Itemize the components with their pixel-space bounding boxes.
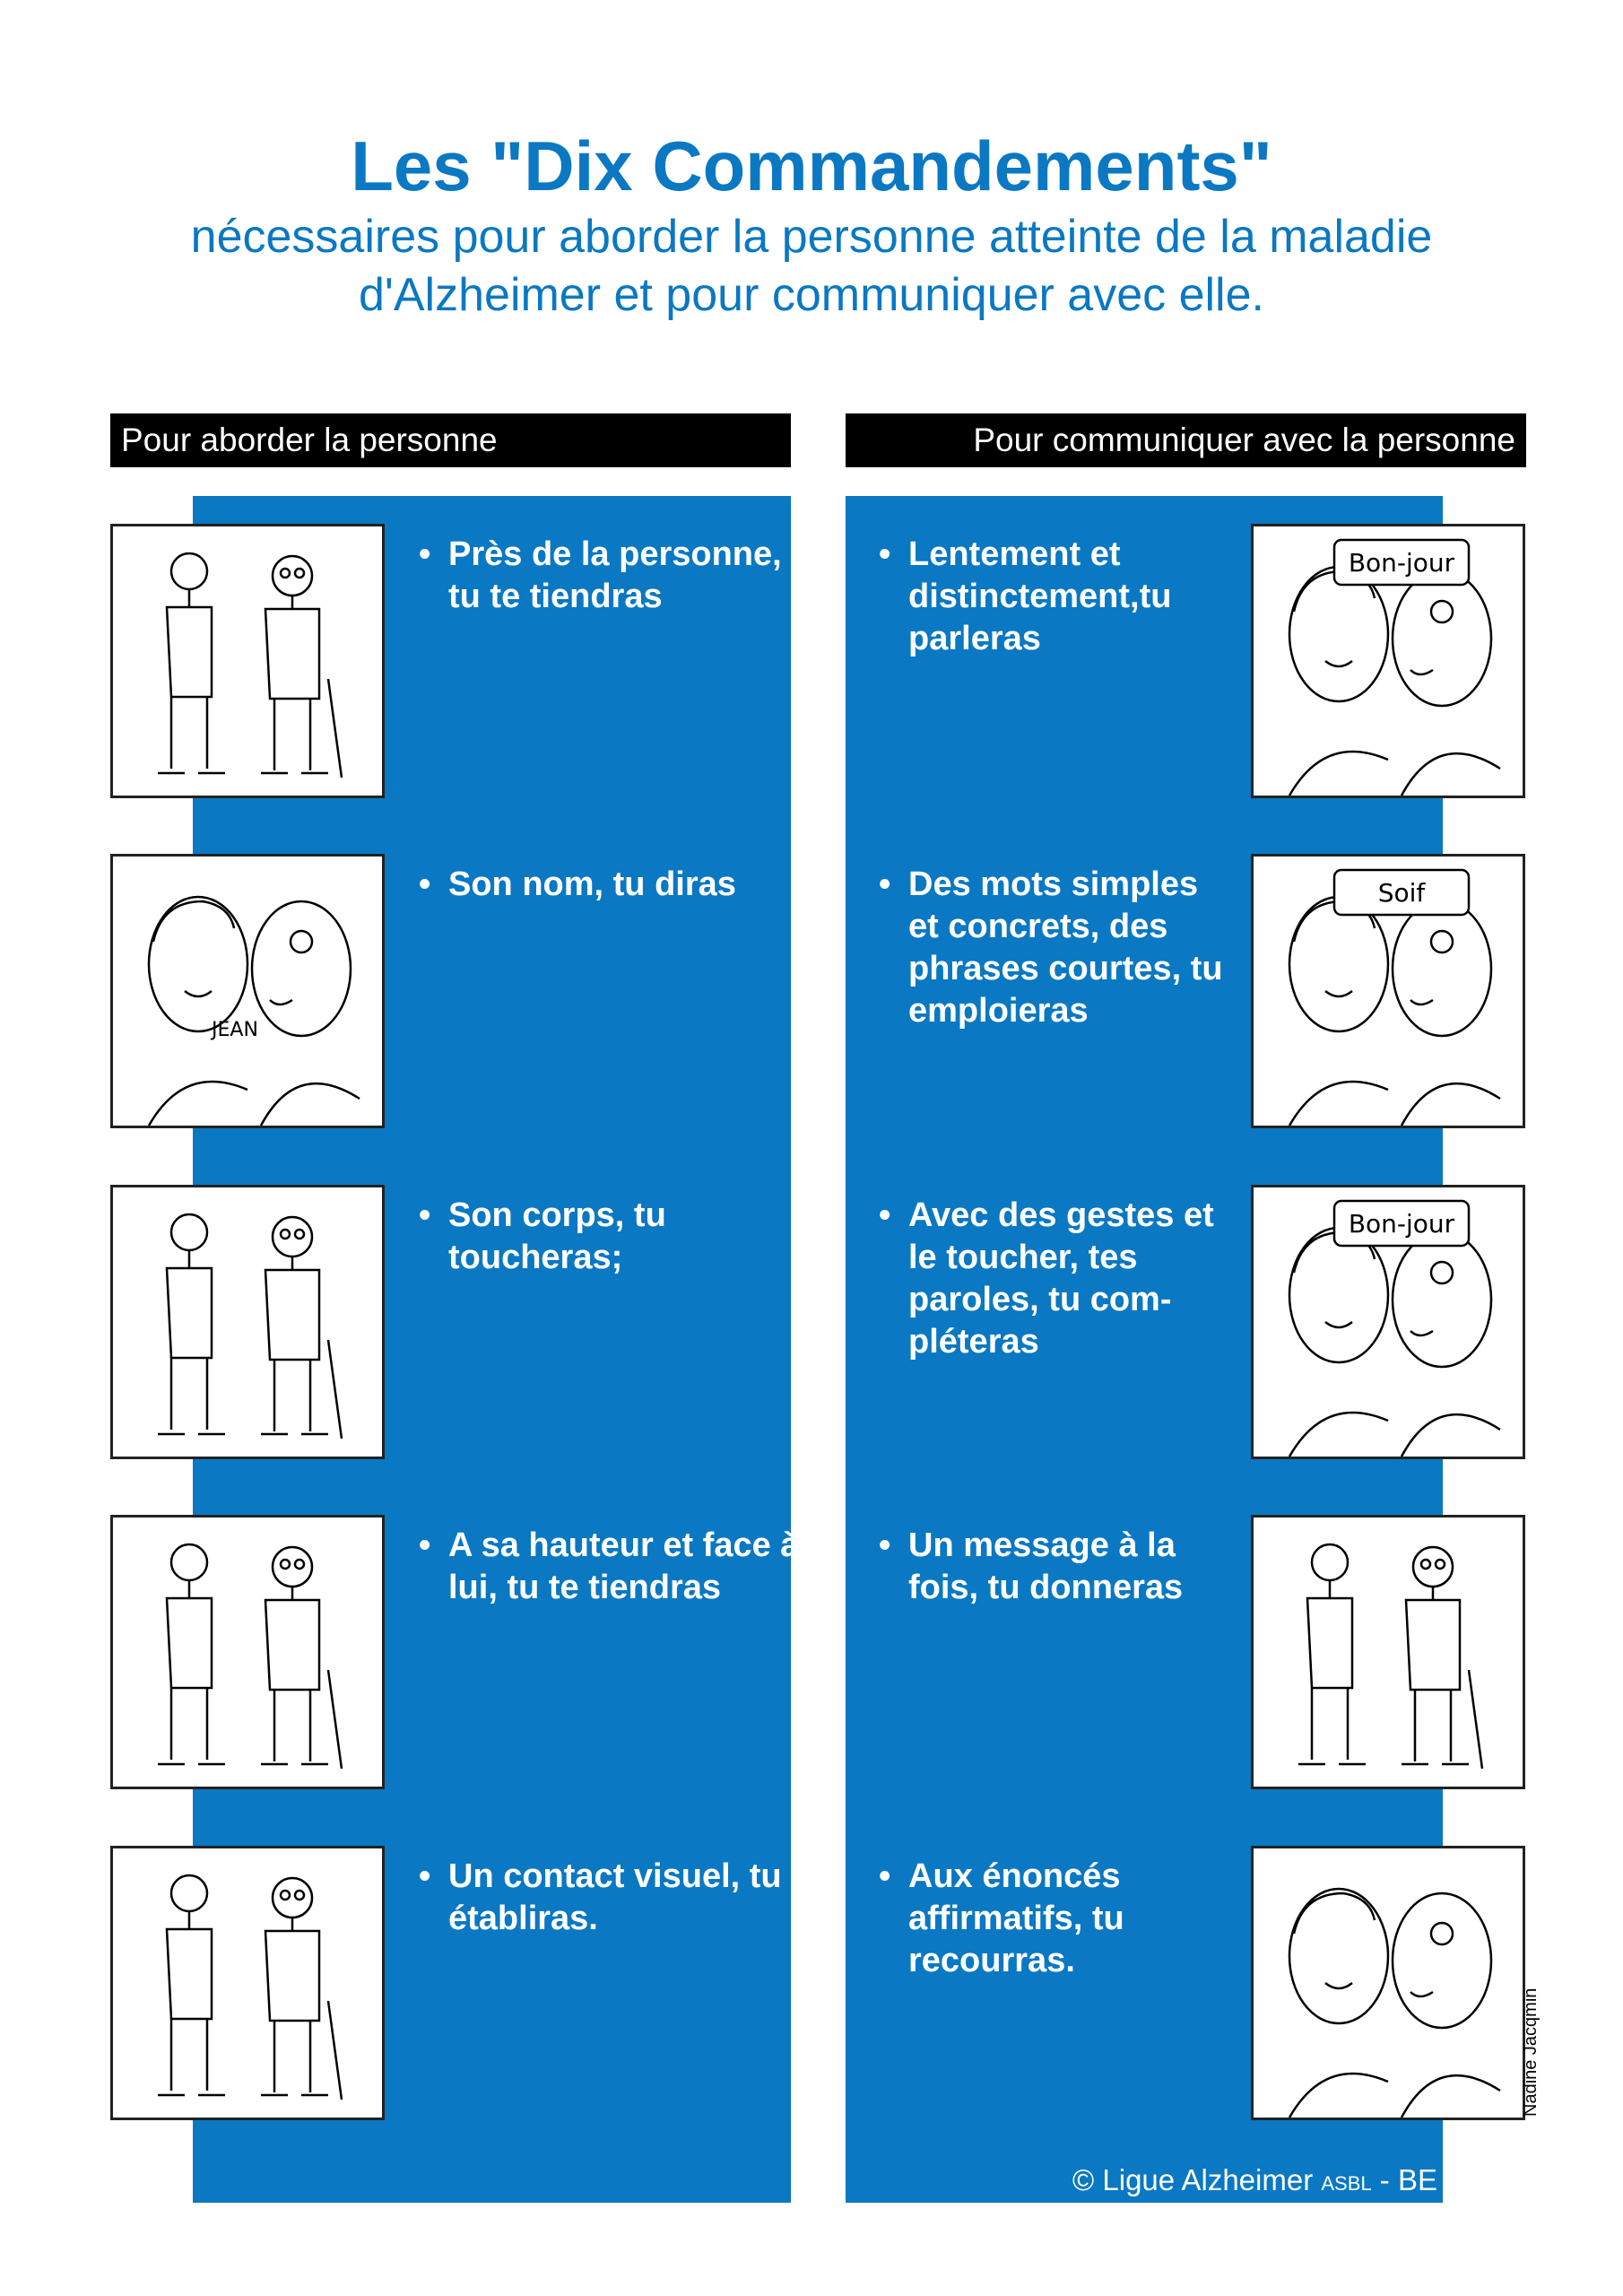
copyright-text: © Ligue Alzheimer xyxy=(1072,2163,1314,2196)
right-illustration-1: Bon-jour xyxy=(1251,524,1525,798)
copyright: © Ligue Alzheimer ASBL - BE xyxy=(846,2163,1437,2197)
left-column-header: Pour aborder la personne xyxy=(110,413,791,467)
left-commandment-5: • Un contact visuel, tu établiras. xyxy=(419,1856,807,1940)
bullet: • xyxy=(879,1196,891,1234)
left-illustration-3 xyxy=(110,1185,385,1459)
speech-bubble: Bon-jour xyxy=(1332,1199,1471,1248)
page-subtitle: nécessaires pour aborder la personne att… xyxy=(0,208,1623,325)
bullet: • xyxy=(419,535,431,573)
commandment-text: Un contact visuel, tu établiras. xyxy=(448,1857,782,1937)
bullet: • xyxy=(879,1526,891,1564)
bullet: • xyxy=(419,865,431,903)
commandment-text: Un message à la fois, tu donneras xyxy=(908,1526,1184,1606)
bullet: • xyxy=(879,535,891,573)
subtitle-line-1: nécessaires pour aborder la personne att… xyxy=(190,211,1433,263)
commandment-text: Son nom, tu diras xyxy=(448,865,736,903)
bullet: • xyxy=(419,1857,431,1895)
commandment-text: Aux énoncés affirmatifs, tu recourras. xyxy=(908,1857,1124,1979)
right-illustration-5 xyxy=(1251,1846,1525,2120)
right-illustration-3: Bon-jour xyxy=(1251,1185,1525,1459)
left-illustration-2: JEAN xyxy=(110,854,385,1128)
commandment-text: A sa hauteur et face à lui, tu te tiendr… xyxy=(448,1526,800,1606)
commandment-text: Avec des gestes et le toucher, tes parol… xyxy=(908,1196,1214,1361)
speech-bubble: Soif xyxy=(1332,868,1471,917)
svg-text:Bon-jour: Bon-jour xyxy=(1349,548,1455,578)
left-illustration-4 xyxy=(110,1515,385,1789)
bullet: • xyxy=(419,1196,431,1234)
bullet: • xyxy=(419,1526,431,1564)
right-illustration-2: Soif xyxy=(1251,854,1525,1128)
svg-text:Bon-jour: Bon-jour xyxy=(1349,1209,1455,1239)
right-illustration-4 xyxy=(1251,1515,1525,1789)
commandment-text: Lentement et distinctement,tu parleras xyxy=(908,535,1172,657)
right-commandment-4: • Un message à la fois, tu donneras xyxy=(879,1525,1231,1609)
left-commandment-3: • Son corps, tu toucheras; xyxy=(419,1195,807,1279)
right-commandment-2: • Des mots simples et concrets, des phras… xyxy=(879,864,1231,1032)
left-illustration-5 xyxy=(110,1846,385,2120)
subtitle-line-2: d'Alzheimer et pour communiquer avec ell… xyxy=(359,269,1264,321)
page-title: Les "Dix Commandements" xyxy=(351,126,1272,205)
commandment-text: Son corps, tu toucheras; xyxy=(448,1196,666,1276)
svg-text:Soif: Soif xyxy=(1378,878,1427,908)
right-column-header: Pour communiquer avec la personne xyxy=(846,413,1526,467)
right-commandment-1: • Lentement et distinctement,tu parleras xyxy=(879,534,1231,660)
left-illustration-1 xyxy=(110,524,385,798)
copyright-country: - BE xyxy=(1371,2163,1437,2196)
copyright-asbl: ASBL xyxy=(1321,2172,1372,2195)
left-commandment-1: • Près de la personne, tu te tiendras xyxy=(419,534,807,618)
svg-text:JEAN: JEAN xyxy=(210,1019,258,1041)
left-commandment-4: • A sa hauteur et face à lui, tu te tiend… xyxy=(419,1525,807,1609)
bullet: • xyxy=(879,865,891,903)
speech-bubble: Bon-jour xyxy=(1332,538,1471,587)
illustrator-credit: Nadine Jacqmin xyxy=(1521,1987,1541,2117)
commandment-text: Des mots simples et concrets, des phrase… xyxy=(908,865,1223,1030)
left-commandment-2: • Son nom, tu diras xyxy=(419,864,807,906)
commandment-text: Près de la personne, tu te tiendras xyxy=(448,535,782,615)
bullet: • xyxy=(879,1857,891,1895)
right-commandment-3: • Avec des gestes et le toucher, tes paro… xyxy=(879,1195,1231,1363)
right-commandment-5: • Aux énoncés affirmatifs, tu recourras. xyxy=(879,1856,1231,1982)
